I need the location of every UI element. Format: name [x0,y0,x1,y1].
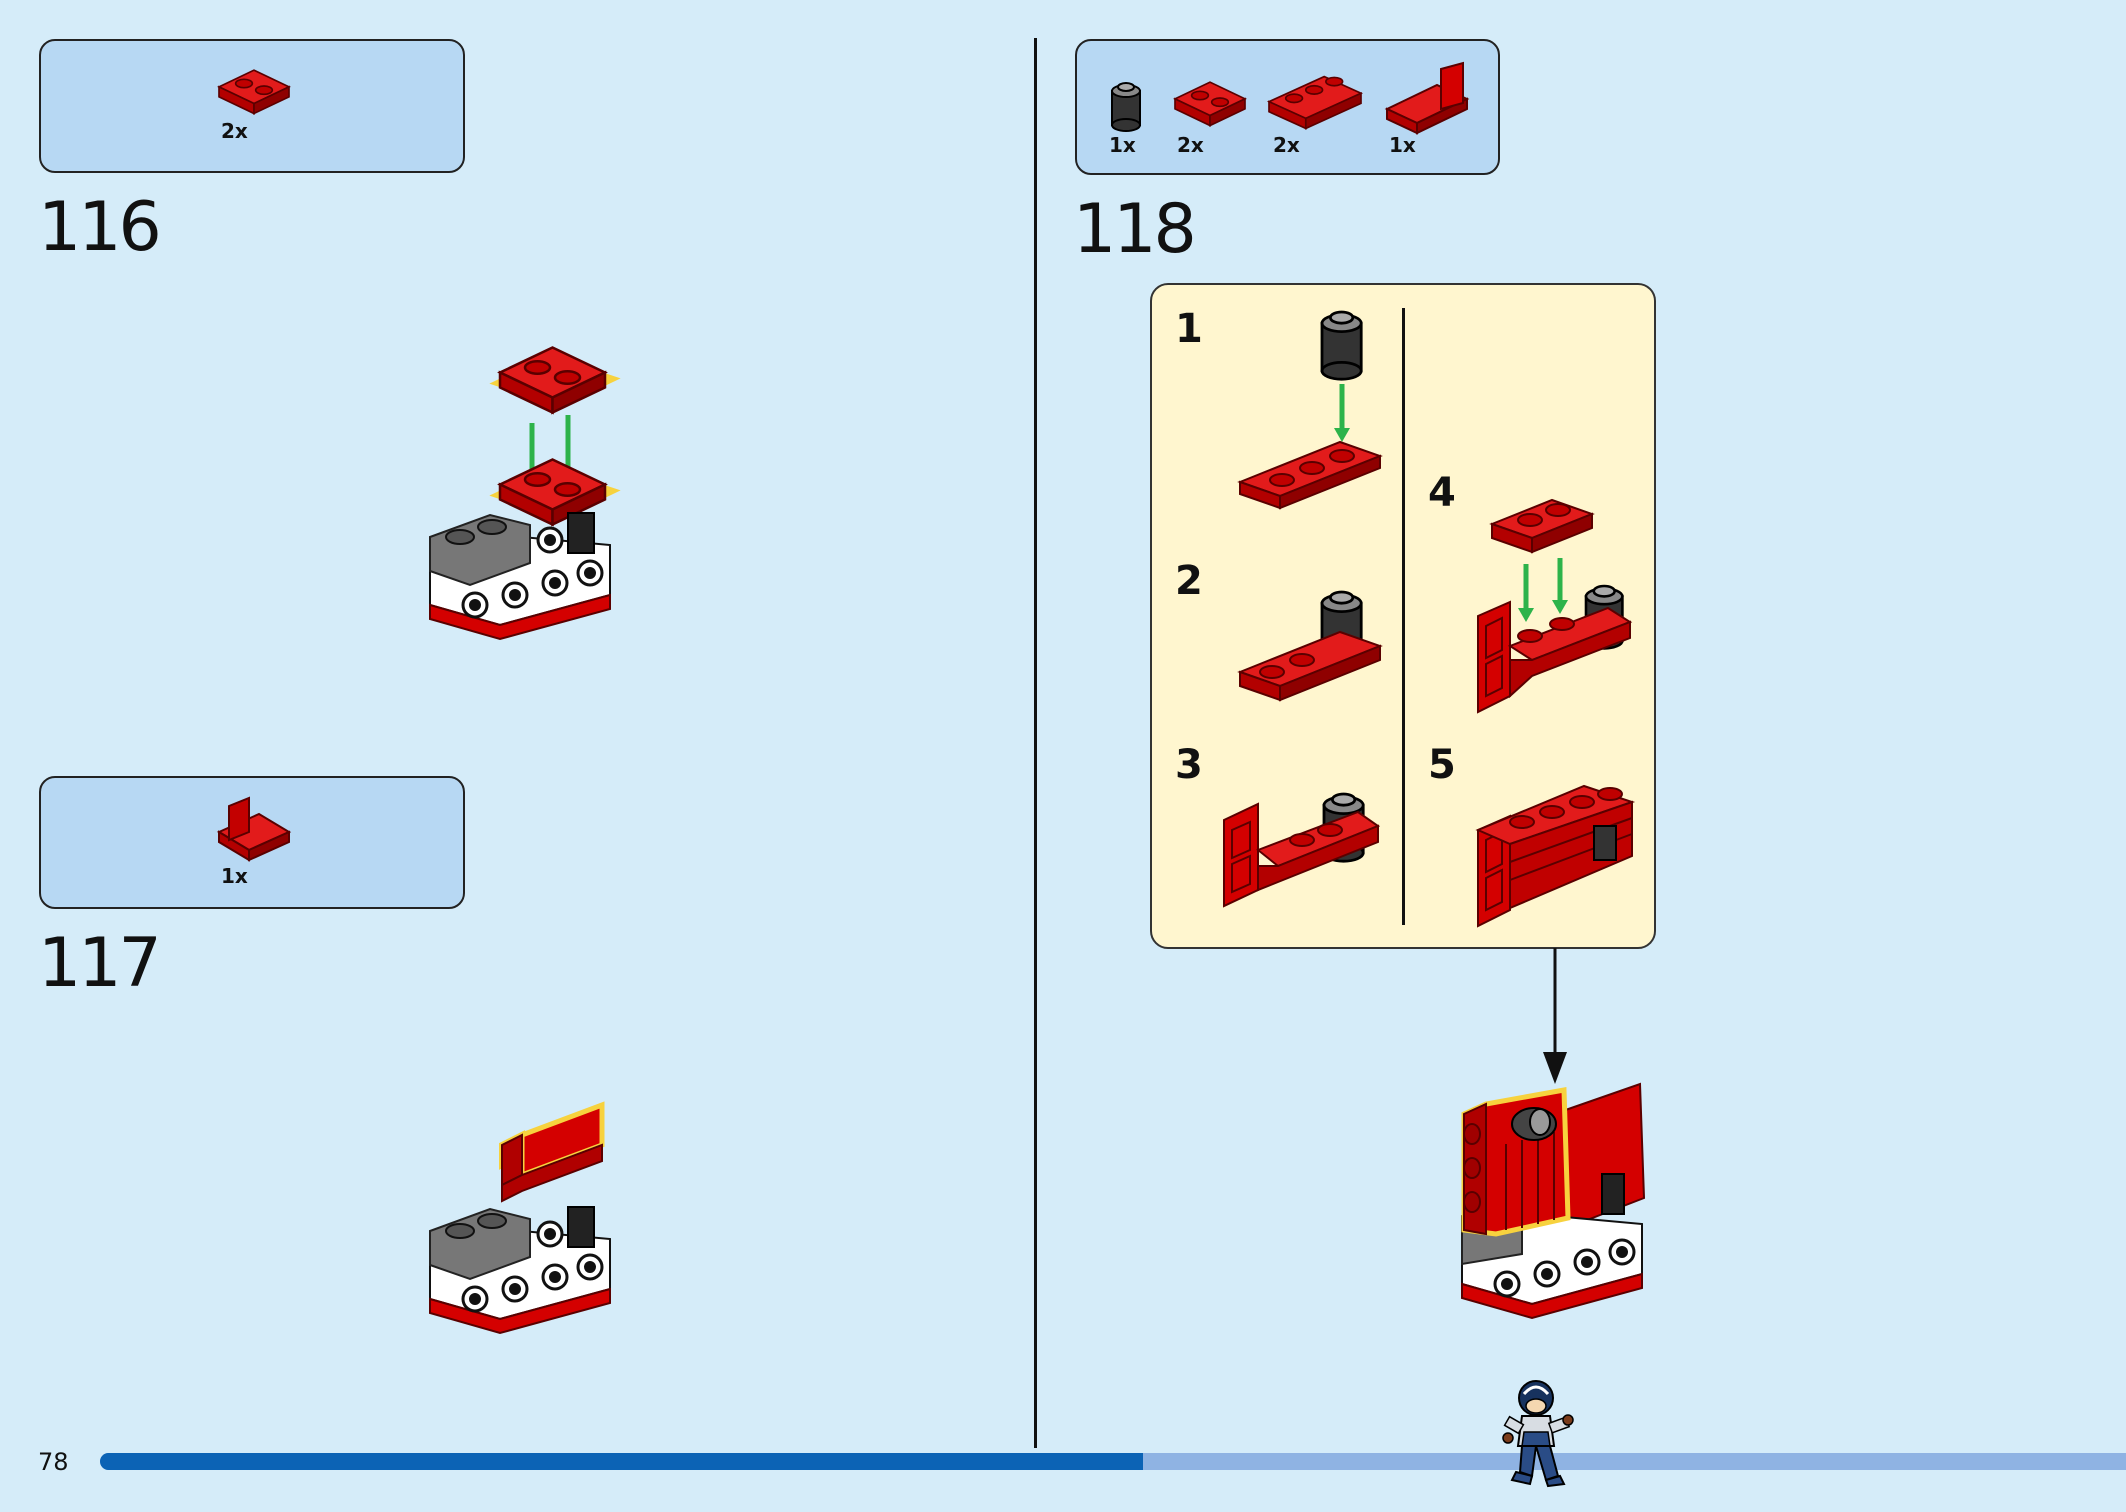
substep-number-4: 4 [1428,470,1456,516]
page-number: 78 [38,1448,69,1476]
black-round-brick-icon [1111,82,1141,132]
part-quantity: 2x [1177,133,1204,157]
substep-number-2: 2 [1175,558,1203,604]
red-bracket-icon [216,796,292,862]
part-quantity: 2x [221,119,248,143]
build-illustration-116 [428,346,621,641]
substep-4-illustration [1477,498,1633,714]
red-plate-1x2-icon [218,69,290,115]
parts-callout-117: 1x [39,776,465,909]
parts-callout-118: 1x 2x 2x 1x [1075,39,1500,175]
step-number-117: 117 [38,924,162,1003]
build-illustration-118 [1461,1082,1646,1320]
substep-divider [1402,308,1405,925]
part-quantity: 1x [221,864,248,888]
substep-2-illustration [1237,590,1383,702]
page-divider [1034,38,1037,1448]
build-illustration-117 [428,1101,612,1335]
part-quantity: 1x [1389,133,1416,157]
part-quantity: 2x [1273,133,1300,157]
red-bracket-icon [1384,61,1470,135]
substep-1-illustration [1237,310,1383,510]
minifigure-icon [1502,1380,1574,1488]
substep-3-illustration [1223,792,1381,908]
substep-5-illustration [1475,784,1636,928]
part-quantity: 1x [1109,133,1136,157]
progress-fill [100,1453,1144,1470]
progress-bar [100,1453,2126,1470]
step-number-116: 116 [38,188,162,267]
red-plate-1x3-icon [1266,75,1364,130]
substep-number-5: 5 [1428,742,1456,788]
parts-callout-116: 2x [39,39,465,173]
step-number-118: 118 [1073,190,1197,269]
red-plate-1x2-icon [1174,81,1246,127]
down-arrow-icon [1543,948,1567,1084]
substep-number-3: 3 [1175,742,1203,788]
substep-number-1: 1 [1175,306,1203,352]
